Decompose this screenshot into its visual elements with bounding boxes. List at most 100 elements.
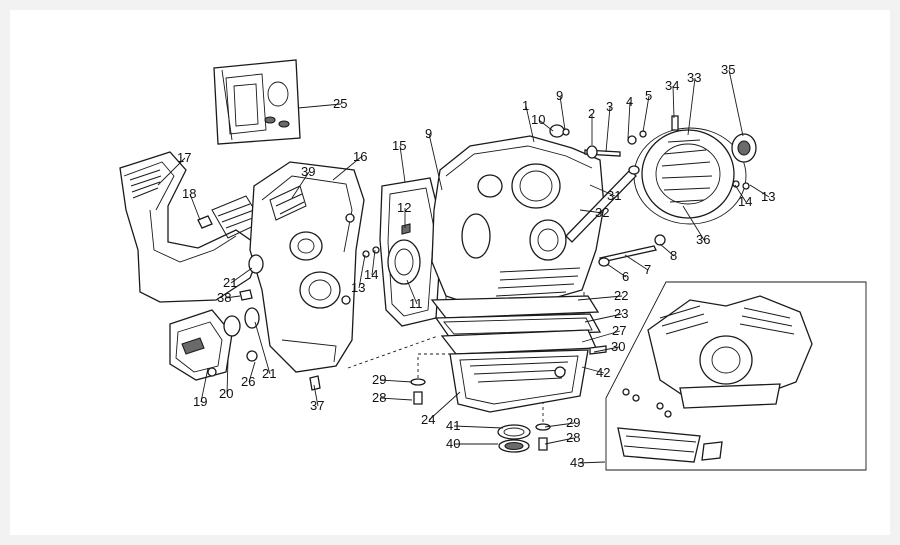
leader-line-c32 [579, 209, 604, 214]
callout-label-c12: 12 [397, 200, 411, 215]
callout-label-c27: 27 [612, 323, 626, 338]
callout-label-c14b: 14 [738, 194, 752, 209]
callout-label-c20: 20 [219, 386, 233, 401]
leader-line-c26 [248, 361, 256, 383]
leader-line-c41 [453, 425, 504, 429]
callout-label-c35: 35 [721, 62, 735, 77]
front-gasket [362, 177, 443, 327]
callout-label-c4: 4 [626, 94, 633, 109]
callout-label-c11: 11 [409, 296, 423, 311]
leader-line-c35 [728, 69, 744, 137]
callout-label-c33: 33 [687, 70, 701, 85]
callout-label-c28b: 28 [566, 430, 580, 445]
leader-line-c9a [559, 95, 566, 131]
leader-line-c31 [589, 184, 616, 197]
callout-label-c14a: 14 [364, 267, 378, 282]
leader-line-c36 [682, 205, 705, 241]
leader-line-c3 [605, 106, 611, 153]
leader-line-c28b [544, 437, 575, 445]
leader-line-c13b [749, 184, 770, 198]
leader-line-c34 [672, 85, 675, 119]
leader-line-c19 [200, 367, 209, 403]
callout-label-c19: 19 [193, 394, 207, 409]
callout-label-c25: 25 [333, 96, 347, 111]
leader-line-c14b [734, 184, 747, 203]
leader-line-c23 [584, 313, 623, 323]
callout-label-c17: 17 [177, 150, 191, 165]
leader-line-c27 [581, 330, 621, 343]
leader-lines [157, 69, 770, 464]
callout-label-c13b: 13 [761, 189, 775, 204]
leader-line-c1 [525, 105, 535, 143]
leader-line-c9b [428, 133, 443, 191]
leader-line-c14a [371, 249, 376, 276]
leader-line-c39 [291, 171, 310, 199]
callout-label-c38: 38 [217, 290, 231, 305]
leader-line-c18 [189, 193, 201, 221]
callout-label-c30: 30 [611, 339, 625, 354]
leader-line-c17 [157, 157, 186, 186]
crankcase [431, 124, 605, 319]
leader-line-c4 [627, 101, 631, 139]
callout-label-c34: 34 [665, 78, 679, 93]
callout-label-c6: 6 [622, 269, 629, 284]
callout-label-c32: 32 [595, 205, 609, 220]
callout-label-c24: 24 [421, 412, 435, 427]
callout-label-c29a: 29 [372, 372, 386, 387]
leader-line-c21a [230, 267, 253, 284]
callout-label-c9a: 9 [556, 88, 563, 103]
sump-gaskets [430, 295, 602, 355]
leader-line-c5 [642, 95, 650, 133]
callout-label-c40: 40 [446, 436, 460, 451]
leader-line-c38 [224, 295, 241, 299]
callout-label-c37: 37 [310, 398, 324, 413]
leader-line-c33 [687, 77, 696, 136]
leader-line-c43 [577, 461, 606, 464]
callout-label-c21a: 21 [223, 275, 237, 290]
callout-label-c3: 3 [606, 99, 613, 114]
callout-label-c42: 42 [596, 365, 610, 380]
oil-filter-parts [497, 424, 531, 453]
callout-label-c9b: 9 [425, 126, 432, 141]
leader-line-c11 [406, 279, 418, 305]
callout-label-c31: 31 [607, 188, 621, 203]
callout-label-c18: 18 [182, 186, 196, 201]
callout-label-c13a: 13 [351, 280, 365, 295]
leader-line-c13a [358, 254, 366, 289]
leader-line-c20 [226, 359, 229, 395]
callout-label-c10: 10 [531, 112, 545, 127]
callout-label-c7: 7 [644, 262, 651, 277]
rear-bearing-housing [641, 129, 735, 219]
callout-label-c29b: 29 [566, 415, 580, 430]
callout-label-c8: 8 [670, 248, 677, 263]
callout-label-c36: 36 [696, 232, 710, 247]
leader-line-c29a [379, 379, 413, 383]
leader-line-c8 [659, 243, 675, 257]
callout-label-c28a: 28 [372, 390, 386, 405]
callout-label-c41: 41 [446, 418, 460, 433]
assembly-axis-line [347, 335, 439, 369]
leader-line-c21b [254, 321, 271, 375]
callout-label-c15: 15 [392, 138, 406, 153]
callout-label-c16: 16 [353, 149, 367, 164]
callout-label-c5: 5 [645, 88, 652, 103]
callout-label-c39: 39 [301, 164, 315, 179]
callout-label-c22: 22 [614, 288, 628, 303]
assembled-engine-inset [605, 281, 867, 471]
leader-line-c7 [624, 254, 649, 271]
leader-line-c30 [593, 346, 620, 353]
callout-label-c2: 2 [588, 106, 595, 121]
leader-line-c25 [297, 103, 342, 109]
drain-plugs [410, 353, 551, 451]
leader-line-c10 [538, 119, 554, 132]
alternator-cover [169, 309, 258, 381]
leader-line-c28a [379, 397, 413, 401]
leader-line-c15 [399, 145, 406, 183]
oil-pan [449, 349, 589, 413]
studs-and-nuts [584, 115, 750, 355]
left-fasteners [197, 215, 321, 391]
callout-label-c26: 26 [241, 374, 255, 389]
leader-line-c16 [332, 156, 362, 181]
